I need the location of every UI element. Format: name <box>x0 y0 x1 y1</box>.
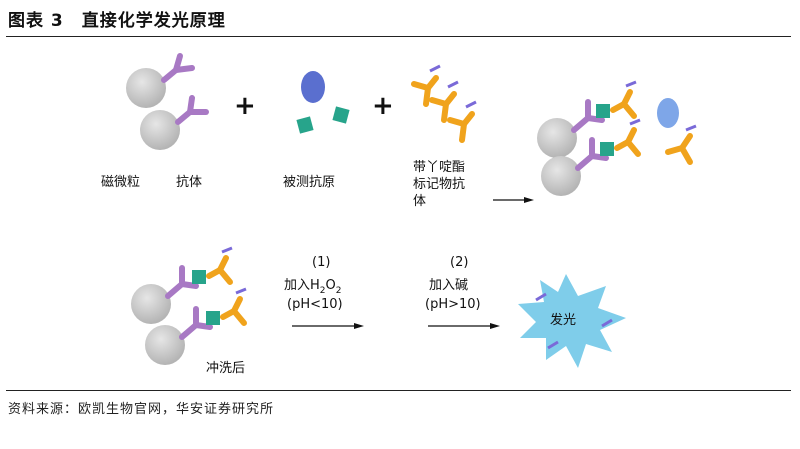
plus-sign: + <box>234 91 256 121</box>
magnetic-bead <box>541 156 581 196</box>
source-note: 资料来源：欧凯生物官网，华安证券研究所 <box>8 402 275 417</box>
labeled-antibody-label-line1: 带丫啶酯 <box>413 160 465 175</box>
antibody-y <box>175 95 209 125</box>
step1-ph: (pH<10) <box>287 297 343 312</box>
antigen-teal-square <box>332 106 350 124</box>
magnetic-bead <box>140 110 180 150</box>
antigen-teal-square <box>206 311 220 325</box>
arrow <box>493 197 534 203</box>
antigen-teal-square <box>296 116 314 134</box>
light-burst <box>518 274 626 368</box>
step2-reagent: 加入碱 <box>429 278 468 293</box>
washed-complex <box>131 246 247 365</box>
figure-label: 图表 3 <box>8 11 64 31</box>
antigen-group <box>296 71 350 134</box>
antigen-blue-oval <box>301 71 325 103</box>
bound-complex <box>537 80 641 196</box>
magnetic-bead <box>126 68 166 108</box>
light-label: 发光 <box>550 312 576 328</box>
step1-reagent: 加入H2O2 <box>284 278 341 296</box>
labeled-antibody-label-line2: 标记物抗 <box>413 177 465 192</box>
magnetic-bead <box>131 284 171 324</box>
labeled-antibody <box>429 80 459 123</box>
step2-arrow <box>428 323 500 329</box>
top-rule <box>6 36 791 37</box>
plus-sign: + <box>372 91 394 121</box>
bead-antibody-group <box>126 53 209 150</box>
antigen-teal-square <box>600 142 614 156</box>
bottom-rule <box>6 390 791 391</box>
antigen-teal-square <box>192 270 206 284</box>
wash-label: 冲洗后 <box>206 361 245 376</box>
free-labeled-antibody <box>665 124 697 165</box>
beads-label: 磁微粒 <box>101 175 140 190</box>
step1-arrow <box>292 323 364 329</box>
step2-number: (2) <box>450 255 468 270</box>
step1-number: (1) <box>312 255 330 270</box>
acridinium-mark <box>601 318 613 328</box>
antigen-label: 被测抗原 <box>283 175 335 190</box>
magnetic-bead <box>145 325 185 365</box>
antibody-y <box>161 53 195 83</box>
figure-title: 图表 3 直接化学发光原理 <box>8 6 226 31</box>
labeled-antibody-group <box>411 64 477 143</box>
labeled-antibody <box>411 64 441 107</box>
acridinium-mark <box>547 340 559 350</box>
figure-title-text: 直接化学发光原理 <box>81 11 226 31</box>
labeled-antibody-label-line3: 体 <box>413 194 426 209</box>
labeled-antibody <box>447 100 477 143</box>
antigen-light-oval <box>657 98 679 128</box>
magnetic-bead <box>537 118 577 158</box>
step2-ph: (pH>10) <box>425 297 481 312</box>
acridinium-mark <box>535 292 547 302</box>
antigen-teal-square <box>596 104 610 118</box>
antibody-label: 抗体 <box>176 175 202 190</box>
